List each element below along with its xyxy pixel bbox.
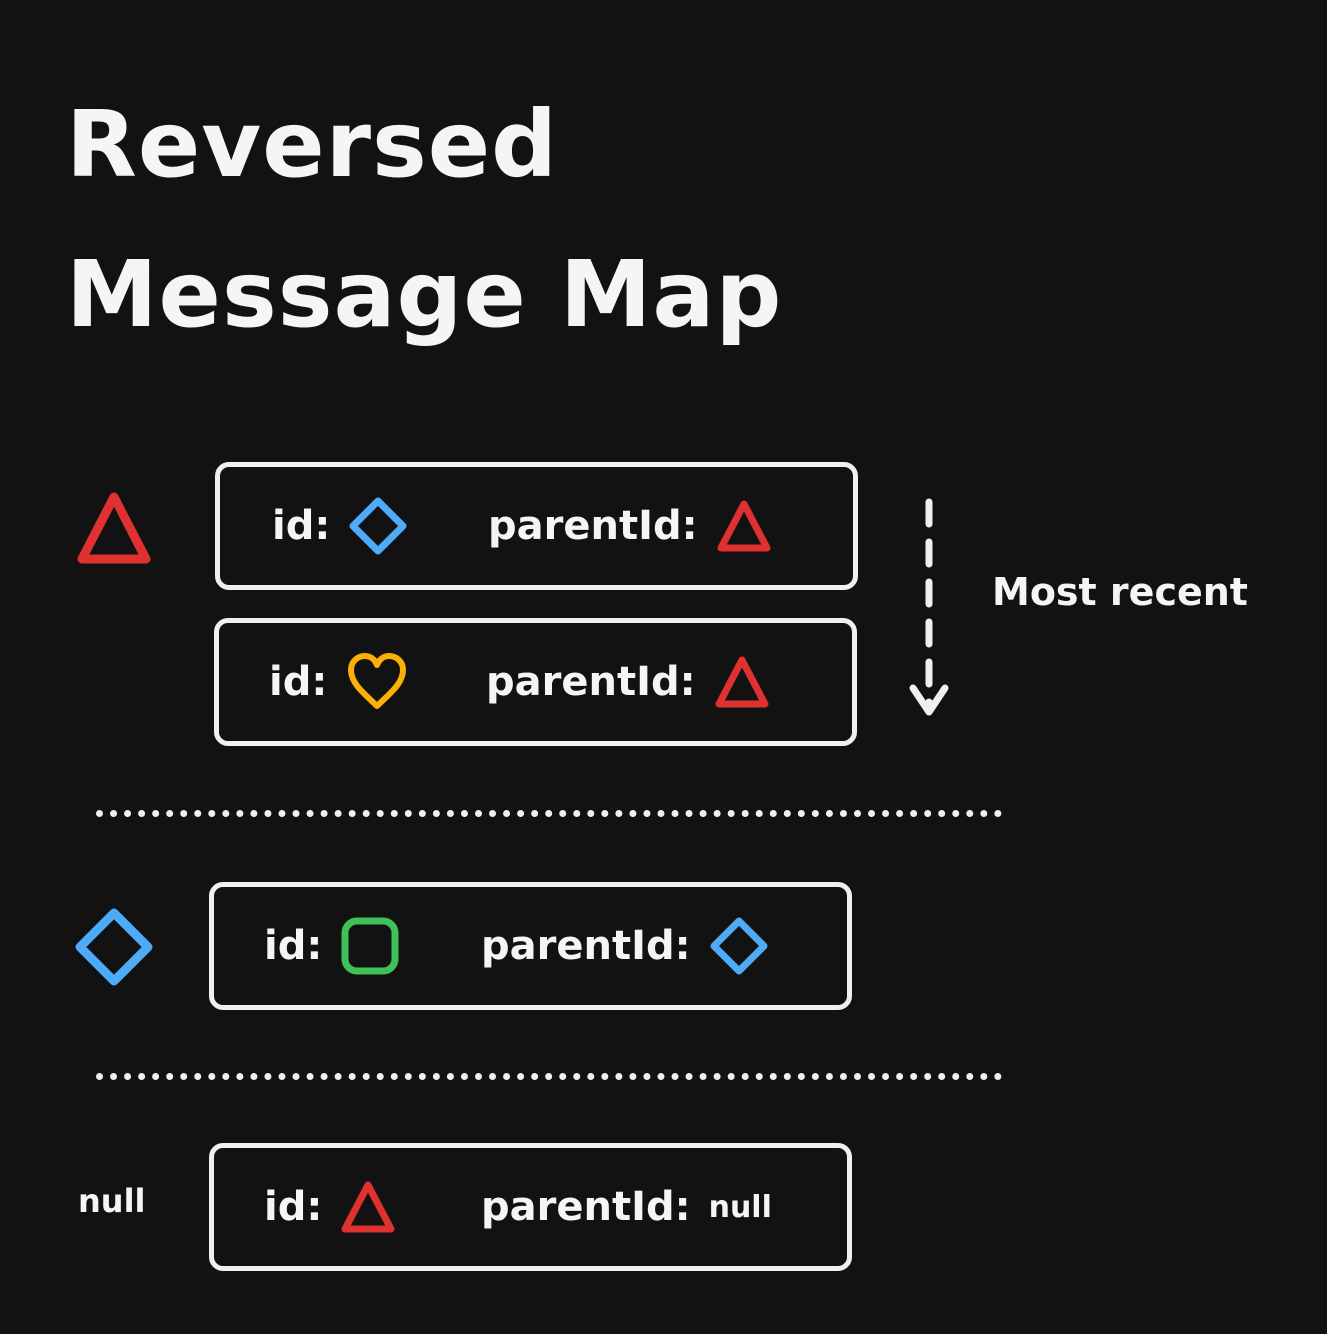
parent-id-label: parentId:	[486, 659, 696, 705]
entry-id-field: id:	[269, 623, 409, 741]
entry-id-field: id:	[264, 1148, 396, 1266]
group-divider	[96, 810, 1002, 817]
group-key-triangle	[74, 487, 154, 567]
most-recent-label: Most recent	[992, 570, 1248, 614]
triangle-icon	[77, 492, 151, 564]
group-divider	[96, 1073, 1002, 1080]
parent-null-value: null	[708, 1189, 772, 1225]
parent-id-label: parentId:	[481, 923, 691, 969]
entry-parent-field: parentId: null	[481, 1148, 772, 1266]
triangle-icon	[717, 500, 771, 552]
group-key-null: null	[78, 1182, 146, 1220]
heart-icon	[348, 653, 407, 709]
group-key-diamond	[74, 907, 154, 987]
map-entry: id: parentId:	[215, 462, 858, 590]
parent-id-label: parentId:	[481, 1184, 691, 1230]
square-icon	[341, 917, 399, 975]
diamond-icon	[710, 917, 768, 975]
map-entry: id: parentId:	[209, 882, 852, 1010]
triangle-icon	[715, 656, 769, 708]
entry-id-field: id:	[272, 467, 408, 585]
parent-id-label: parentId:	[488, 503, 698, 549]
id-label: id:	[272, 503, 331, 549]
entry-parent-field: parentId:	[488, 467, 772, 585]
diagram-title: Reversed Message Map	[66, 70, 782, 370]
diamond-icon	[349, 497, 407, 555]
entry-parent-field: parentId:	[486, 623, 770, 741]
id-label: id:	[264, 923, 323, 969]
entry-id-field: id:	[264, 887, 400, 1005]
title-line-2: Message Map	[66, 241, 783, 348]
id-label: id:	[264, 1184, 323, 1230]
down-arrow-icon	[909, 498, 949, 716]
map-entry: id: parentId: null	[209, 1143, 852, 1271]
id-label: id:	[269, 659, 328, 705]
title-line-1: Reversed	[66, 91, 558, 198]
diamond-icon	[75, 908, 153, 986]
map-entry: id: parentId:	[214, 618, 857, 746]
entry-parent-field: parentId:	[481, 887, 769, 1005]
triangle-icon	[341, 1181, 395, 1233]
